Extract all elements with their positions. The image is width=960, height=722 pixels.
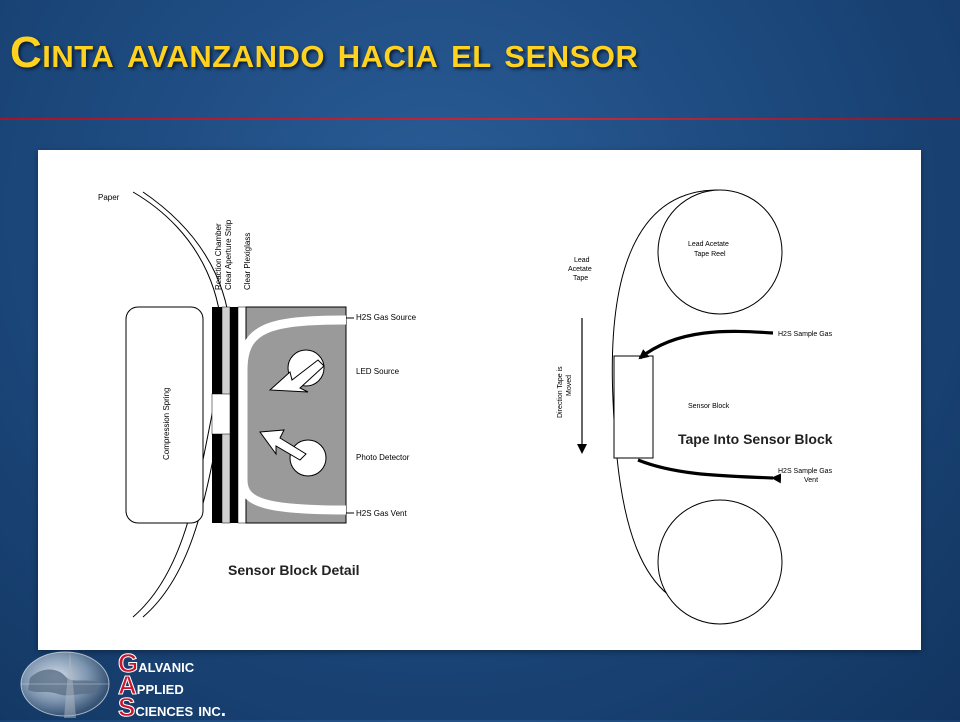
label-tape-reel-2: Tape Reel — [694, 251, 726, 258]
diagram-panel: Paper Reaction Chamber Clear Aperture St… — [38, 150, 921, 650]
globe-icon — [20, 650, 110, 718]
photo-arrow — [259, 429, 307, 461]
vent-gas-arrow — [637, 458, 782, 484]
label-direction-2: Moved — [566, 375, 573, 396]
label-lead-acetate-tape-3: Tape — [573, 275, 588, 282]
label-reaction-chamber: Reaction Chamber — [214, 223, 223, 290]
label-h2s-sample-gas: H2S Sample Gas — [778, 331, 833, 338]
plexiglass-strip — [230, 307, 239, 523]
sensor-body — [245, 306, 347, 524]
label-led-source: LED Source — [356, 367, 400, 376]
label-clear-aperture-strip: Clear Aperture Strip — [224, 219, 233, 290]
sensor-diagram-svg: Paper Reaction Chamber Clear Aperture St… — [98, 189, 833, 625]
led-arrow — [268, 359, 325, 393]
top-tape-reel — [657, 189, 783, 315]
caption-sensor-block-detail: Sensor Block Detail — [228, 562, 360, 578]
label-lead-acetate-tape-2: Acetate — [568, 266, 592, 273]
logo-line-applied: Applied — [118, 670, 184, 700]
label-compression-spring: Compression Spring — [162, 388, 171, 460]
title-divider — [0, 118, 960, 120]
logo-line-sciences: Sciences inc. — [117, 692, 227, 722]
compression-spring — [125, 306, 204, 524]
company-logo: Galvanic Applied Sciences inc. — [10, 648, 310, 722]
slide-title: Cinta avanzando hacia el sensor — [10, 28, 639, 77]
label-photo-detector: Photo Detector — [356, 453, 410, 462]
sample-gas-arrow — [638, 329, 774, 360]
tape-into-sensor-block: Lead Acetate Tape Lead Acetate Tape Reel… — [557, 189, 833, 625]
label-sample-gas-vent-1: H2S Sample Gas — [778, 468, 833, 475]
label-lead-acetate-tape-1: Lead — [574, 257, 590, 264]
tape-loop — [611, 189, 719, 613]
aperture-window — [211, 393, 231, 435]
sensor-block-detail: Paper Reaction Chamber Clear Aperture St… — [98, 191, 417, 618]
label-h2s-gas-vent: H2S Gas Vent — [356, 509, 407, 518]
caption-tape-into-sensor-block: Tape Into Sensor Block — [678, 431, 833, 447]
label-sample-gas-vent-2: Vent — [804, 477, 818, 484]
bottom-tape-reel — [657, 499, 783, 625]
label-sensor-block: Sensor Block — [688, 403, 730, 410]
sensor-block — [613, 355, 654, 459]
gas-channel — [238, 315, 347, 515]
label-h2s-gas-source: H2S Gas Source — [356, 313, 417, 322]
photo-detector-bulb — [289, 439, 327, 477]
label-paper: Paper — [98, 193, 120, 202]
label-direction-1: Direction Tape is — [557, 366, 564, 418]
label-tape-reel-1: Lead Acetate — [688, 241, 729, 248]
logo-line-galvanic: Galvanic — [117, 648, 195, 678]
label-clear-plexiglass: Clear Plexiglass — [243, 233, 252, 290]
